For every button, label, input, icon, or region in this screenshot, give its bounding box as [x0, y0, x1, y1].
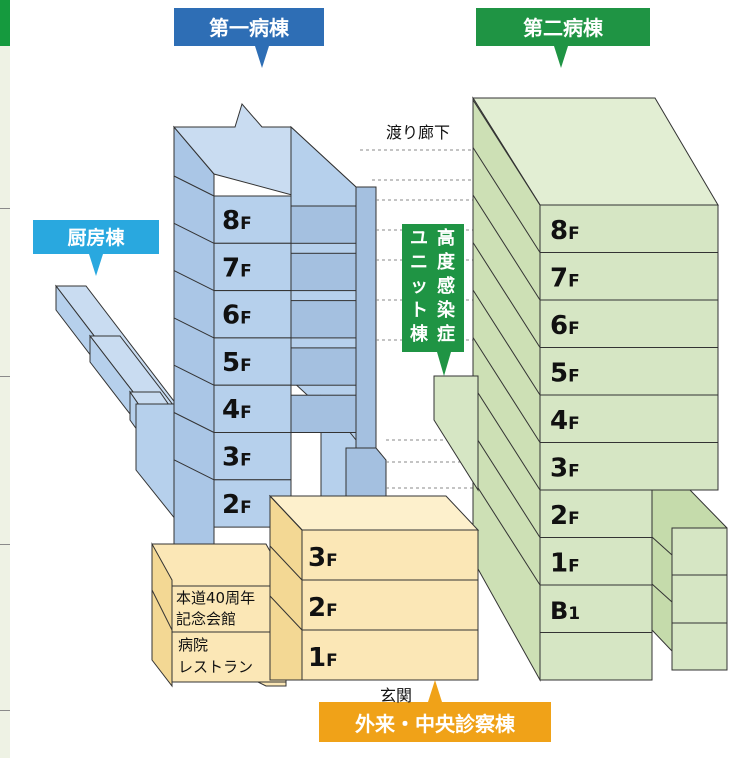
first-ward-building: 8F 7F 6F 5F 4F 3F 2F: [172, 102, 387, 549]
first-ward-wing-cell: [290, 300, 357, 339]
first-ward-title: 第一病棟: [209, 16, 290, 40]
infection-unit-title: ユニット棟高度感染症: [410, 227, 456, 345]
divider: [0, 544, 10, 545]
second-ward-floor-label: 7F: [550, 264, 580, 294]
restaurant-label-1: 病院: [178, 636, 208, 654]
second-ward-floor-cell: [539, 204, 719, 253]
first-ward-floor-cell: [213, 242, 292, 292]
first-ward-floor-cell: [213, 337, 292, 386]
first-ward-floor-label: 4F: [222, 395, 252, 425]
second-ward-floor-label: 8F: [550, 216, 580, 246]
divider: [0, 208, 10, 209]
first-ward-floor-label: 3F: [222, 443, 252, 473]
first-ward-wing-cell: [290, 252, 357, 292]
second-ward-floor-label: 6F: [550, 311, 580, 341]
infection-unit-tag: ユニット棟高度感染症: [402, 224, 464, 376]
outpatient-floor-label: 1F: [308, 643, 338, 673]
second-ward-floor-cell: [539, 442, 719, 491]
restaurant-label-2: レストラン: [178, 658, 253, 676]
second-ward-floor-label: 4F: [550, 406, 580, 436]
first-ward-floor-cell: [213, 384, 292, 434]
second-ward-floor-label: 3F: [550, 454, 580, 484]
left-green-tab: [0, 0, 10, 46]
first-ward-floor-label: 5F: [222, 348, 252, 378]
second-ward-floor-cell: [539, 584, 653, 633]
outpatient-floor-cell: [301, 579, 479, 631]
first-ward-floor-label: 2F: [222, 490, 252, 520]
first-ward-floor-label: 7F: [222, 253, 252, 283]
first-ward-floor-label: 6F: [222, 301, 252, 331]
divider: [0, 710, 10, 711]
outpatient-floor-label: 2F: [308, 593, 338, 623]
divider: [0, 376, 10, 377]
corridor-label: 渡り廊下: [386, 123, 450, 142]
kitchen-tag: 厨房棟: [33, 220, 159, 276]
second-ward-floor-cell: [539, 537, 653, 586]
kitchen-title: 厨房棟: [67, 226, 125, 249]
infection-unit-building: [433, 375, 479, 492]
first-ward-floor-label: 8F: [222, 206, 252, 236]
second-ward-title: 第二病棟: [523, 16, 604, 40]
second-ward-basement-label: B1: [550, 597, 580, 625]
left-edge-strip: [0, 0, 10, 758]
second-ward-floor-cell: [539, 347, 719, 396]
outpatient-building: 3F 2F 1F: [151, 494, 480, 688]
second-ward-floor-label: 1F: [550, 549, 580, 579]
outpatient-floor-label: 3F: [308, 543, 338, 573]
first-ward-wing-cell: [290, 205, 357, 244]
memorial-hall-label-2: 記念会館: [176, 610, 236, 628]
second-ward-floor-cell: [539, 489, 653, 538]
second-ward-floor-cell: [539, 252, 719, 301]
memorial-hall-label-1: 本道40周年: [176, 589, 255, 607]
first-ward-tag: 第一病棟: [174, 8, 324, 68]
first-ward-wing-cell: [290, 347, 357, 386]
second-ward-building: 8F 7F 6F 5F 4F 3F 2F 1F B1: [472, 96, 728, 682]
first-ward-wing-cell: [290, 394, 357, 434]
outpatient-floor-cell: [301, 629, 479, 681]
second-ward-floor-label: 2F: [550, 501, 580, 531]
second-ward-tag: 第二病棟: [476, 8, 650, 68]
second-ward-floor-cell: [539, 299, 719, 348]
entrance-label: 玄関: [380, 686, 412, 705]
outpatient-title: 外来・中央診察棟: [355, 712, 516, 736]
outpatient-floor-cell: [301, 529, 479, 581]
second-ward-floor-cell: [539, 394, 719, 443]
outpatient-tag: 外来・中央診察棟: [319, 680, 551, 742]
first-ward-floor-cell: [213, 432, 292, 481]
second-ward-floor-label: 5F: [550, 359, 580, 389]
